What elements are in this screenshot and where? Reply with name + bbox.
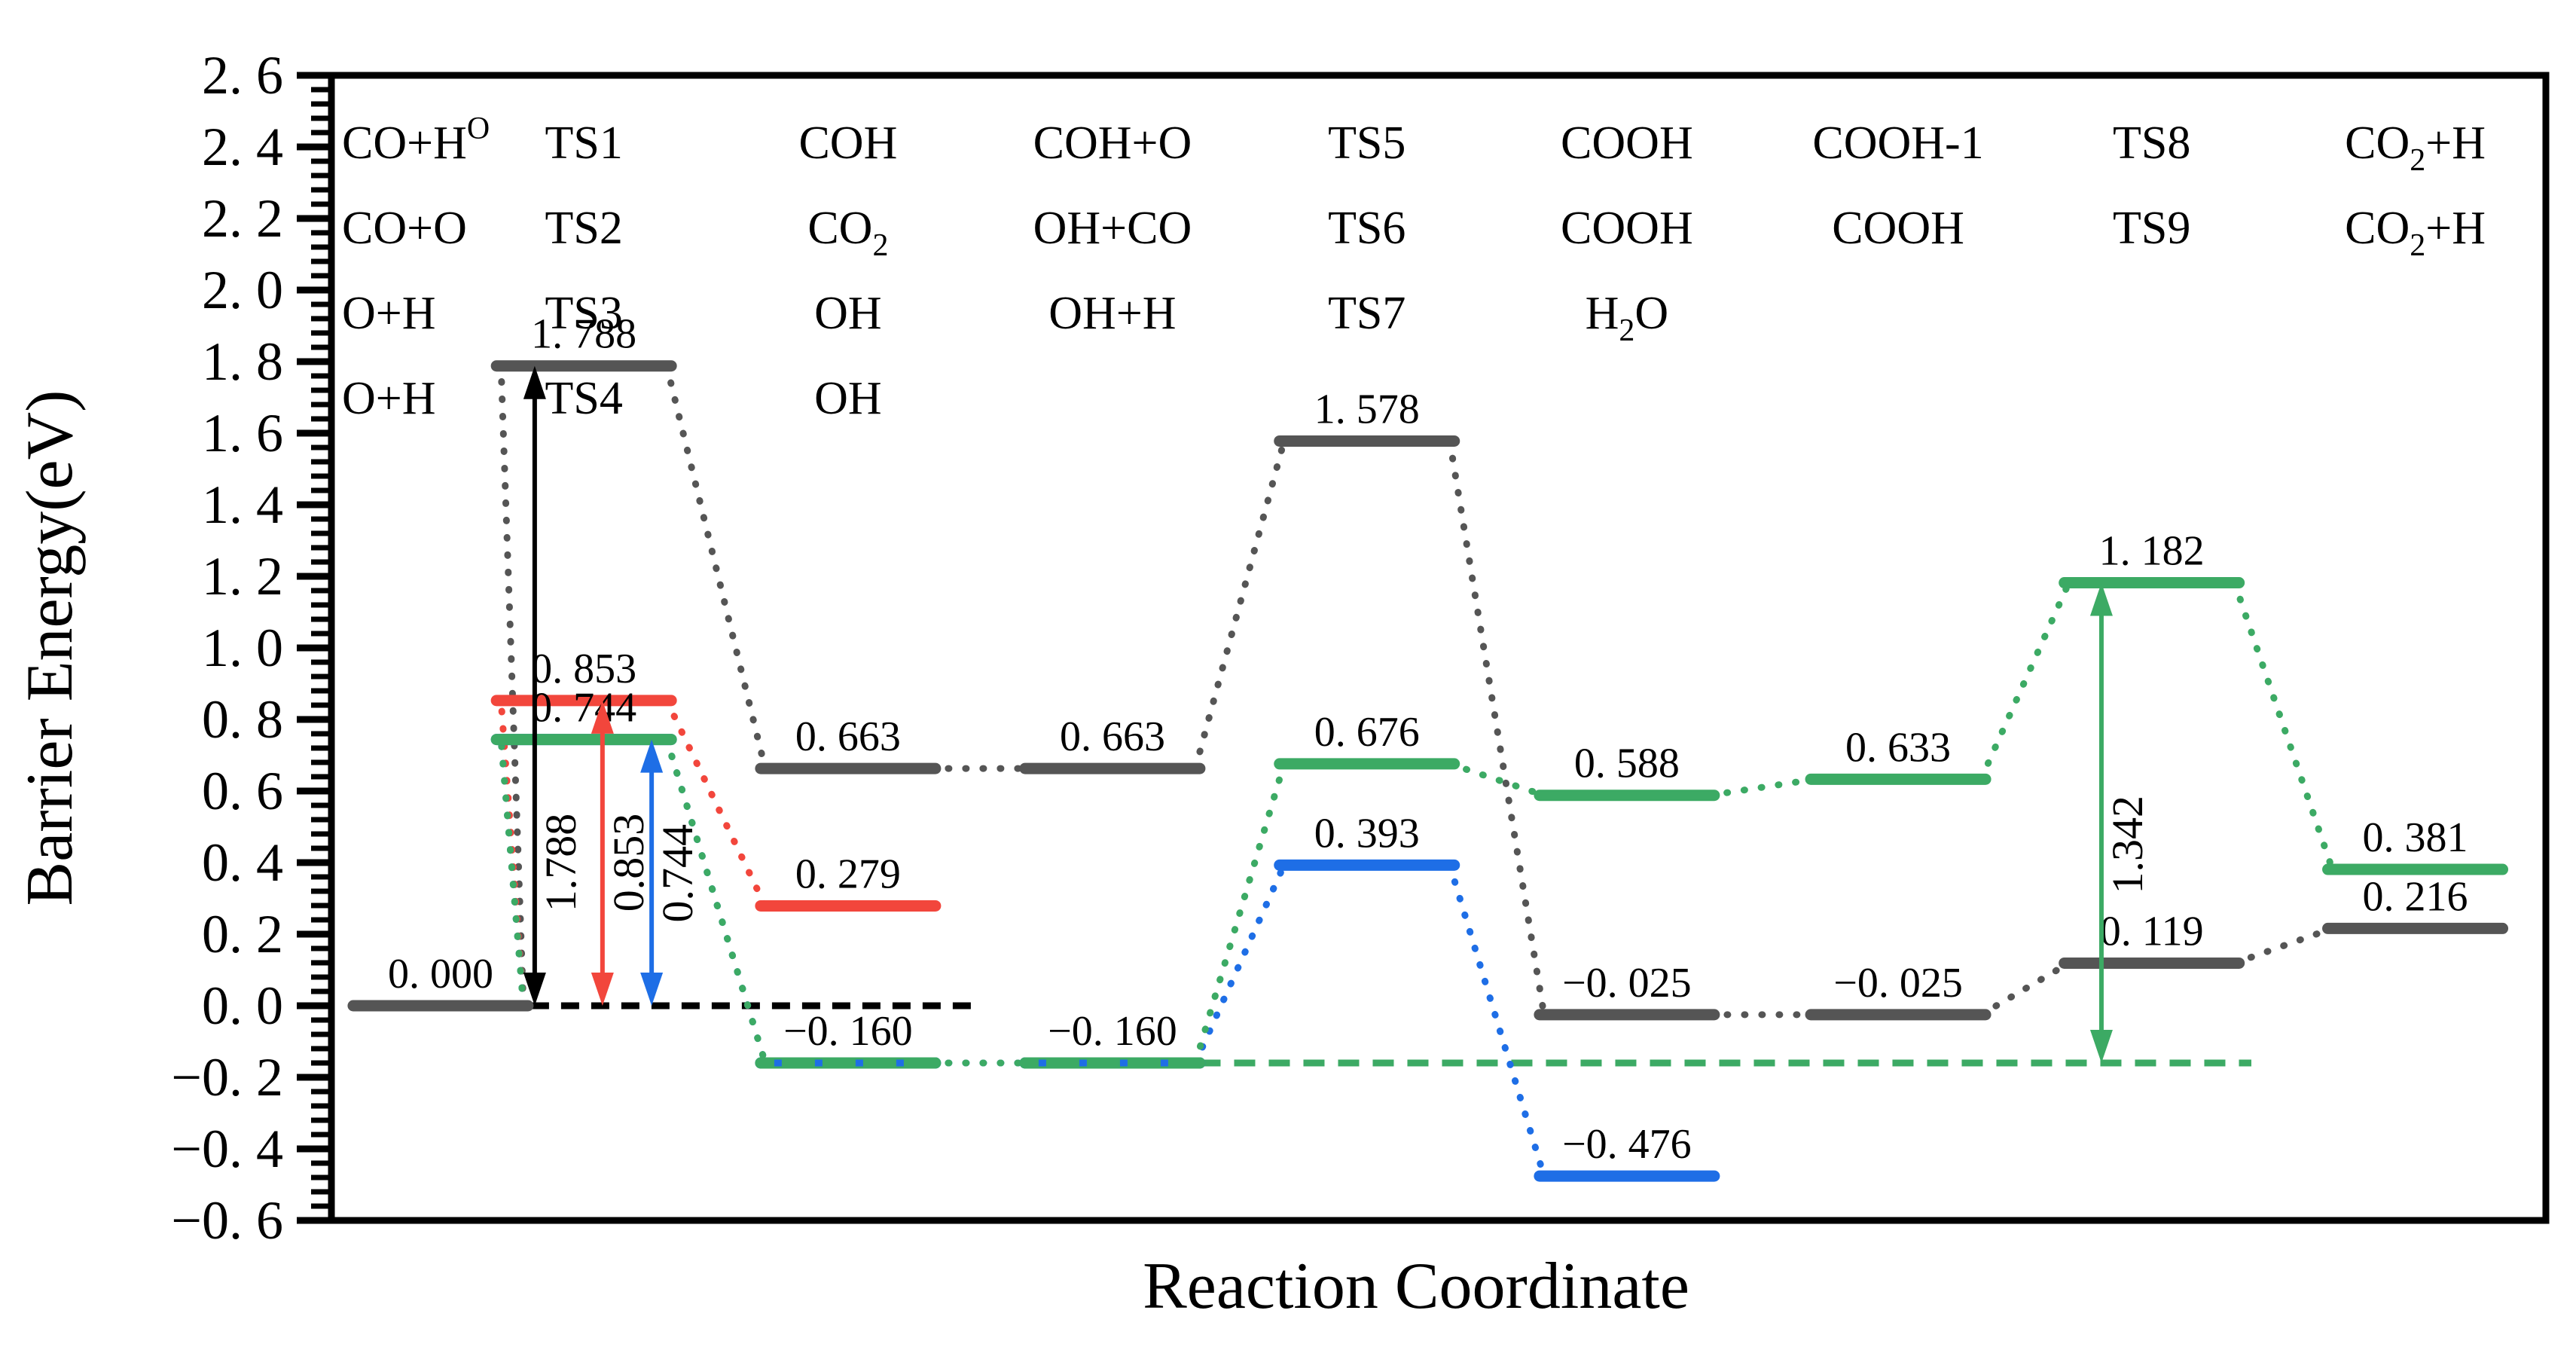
energy-value-label: 0. 676 <box>1314 709 1420 756</box>
pathway-header-label: TS8 <box>2113 118 2190 169</box>
y-tick-label: 1. 0 <box>202 618 283 678</box>
connector-red-path <box>663 697 769 909</box>
y-tick-label: 0. 2 <box>202 904 283 964</box>
arrow-head-down <box>640 973 664 1006</box>
y-tick-label: −0. 4 <box>171 1119 283 1179</box>
connector-green-path <box>1446 760 1548 799</box>
arrow-head-down <box>523 973 546 1006</box>
y-tick-label: 0. 0 <box>202 976 283 1036</box>
connector-blue-path <box>1192 861 1288 1067</box>
pathway-header-label: O+H <box>342 288 436 339</box>
pathway-header-label: OH <box>814 288 882 339</box>
energy-value-label: 1. 788 <box>531 311 636 358</box>
energy-value-label: −0. 025 <box>1562 960 1692 1006</box>
pathway-header-label: TS5 <box>1328 118 1406 169</box>
arrow-head-up <box>523 365 546 399</box>
energy-value-label: −0. 476 <box>1562 1121 1692 1168</box>
connector-gray-path <box>497 362 527 1009</box>
arrow-head-down <box>2089 1030 2113 1063</box>
energy-value-label: 1. 578 <box>1314 386 1420 432</box>
connector-gray-path <box>1446 437 1548 1019</box>
y-tick-label: 2. 0 <box>202 260 283 320</box>
energy-value-label: 0. 119 <box>2100 908 2204 955</box>
connector-green-path <box>1977 579 2073 783</box>
energy-value-label: −0. 160 <box>1048 1008 1177 1055</box>
energy-value-label: −0. 025 <box>1833 960 1963 1006</box>
y-tick-label: 1. 4 <box>202 475 283 535</box>
energy-value-label: 0. 633 <box>1845 724 1951 771</box>
arrow-head-up <box>640 739 664 773</box>
pathway-header-label: CO+HO <box>342 111 490 169</box>
pathway-header-label: TS1 <box>545 118 622 169</box>
pathway-header-label: CO+O <box>342 203 467 254</box>
barrier-arrow-label: 1.788 <box>536 814 585 912</box>
pathway-header-label: COOH <box>1832 203 1964 254</box>
pathway-header-label: COOH <box>1561 203 1693 254</box>
y-tick-label: 0. 6 <box>202 761 283 821</box>
connector-gray-path <box>2231 924 2336 967</box>
energy-value-label: 0. 279 <box>795 851 901 897</box>
pathway-header-label: TS9 <box>2113 203 2190 254</box>
pathway-header-label: CO2 <box>807 203 888 263</box>
energy-value-label: 0. 393 <box>1314 810 1420 857</box>
connector-green-path <box>497 736 527 1009</box>
pathway-header-label: TS7 <box>1328 288 1406 339</box>
energy-value-label: 0. 381 <box>2363 814 2468 861</box>
connector-green-path <box>1706 775 1819 799</box>
y-tick-label: −0. 6 <box>171 1190 283 1251</box>
pathway-header-label: CO2+H <box>2345 203 2486 263</box>
pathway-header-label: TS4 <box>545 373 622 424</box>
pathway-header-label: TS6 <box>1328 203 1406 254</box>
energy-value-label: 0. 588 <box>1574 741 1680 787</box>
energy-value-label: 0. 744 <box>531 685 636 732</box>
arrow-head-up <box>2089 582 2113 616</box>
y-tick-label: 0. 4 <box>202 832 283 893</box>
connector-gray-path <box>1977 959 2073 1019</box>
pathway-header-label: CO2+H <box>2345 118 2486 178</box>
y-tick-label: 1. 6 <box>202 403 283 463</box>
y-tick-label: −0. 2 <box>171 1047 283 1107</box>
energy-value-label: 0. 216 <box>2363 873 2468 920</box>
pathway-header-label: H2O <box>1586 288 1669 348</box>
pathway-header-label: TS2 <box>545 203 622 254</box>
energy-value-label: 0. 000 <box>388 951 493 997</box>
energy-value-label: 1. 182 <box>2099 528 2205 575</box>
y-tick-label: 0. 8 <box>202 689 283 750</box>
energy-value-label: 0. 663 <box>1060 713 1165 760</box>
energy-value-label: 0. 663 <box>795 713 901 760</box>
barrier-arrow-label: 0.853 <box>604 814 653 912</box>
arrow-head-down <box>591 973 614 1006</box>
connector-gray-path <box>663 362 769 772</box>
pathway-header-label: OH <box>814 373 882 424</box>
connector-green-path <box>1192 760 1288 1067</box>
y-tick-label: 1. 2 <box>202 546 283 606</box>
pathway-header-label: COOH-1 <box>1812 118 1983 169</box>
y-tick-label: 2. 2 <box>202 188 283 249</box>
y-tick-label: 2. 4 <box>202 117 283 177</box>
x-axis-title: Reaction Coordinate <box>1143 1250 1689 1323</box>
y-tick-label: 2. 6 <box>202 45 283 105</box>
barrier-arrow-label: 0.744 <box>653 824 702 923</box>
pathway-header-label: COH+O <box>1033 118 1192 169</box>
connector-green-path <box>2231 579 2336 873</box>
pathway-header-label: OH+H <box>1048 288 1176 339</box>
y-axis-title: Barrier Energy(eV) <box>14 390 87 906</box>
connector-gray-path <box>1192 437 1288 772</box>
energy-value-label: −0. 160 <box>783 1008 913 1055</box>
plot-border <box>328 72 2550 1224</box>
energy-value-label: 0. 853 <box>531 646 636 692</box>
connector-blue-path <box>1446 861 1548 1180</box>
y-tick-label: 1. 8 <box>202 331 283 392</box>
arrow-head-up <box>591 700 614 734</box>
pathway-header-label: OH+CO <box>1033 203 1192 254</box>
pathway-header-label: COOH <box>1561 118 1693 169</box>
barrier-arrow-label: 1.342 <box>2103 796 2152 894</box>
pathway-header-label: O+H <box>342 373 436 424</box>
pathway-header-label: TS3 <box>545 288 622 339</box>
pathway-header-label: COH <box>798 118 897 169</box>
